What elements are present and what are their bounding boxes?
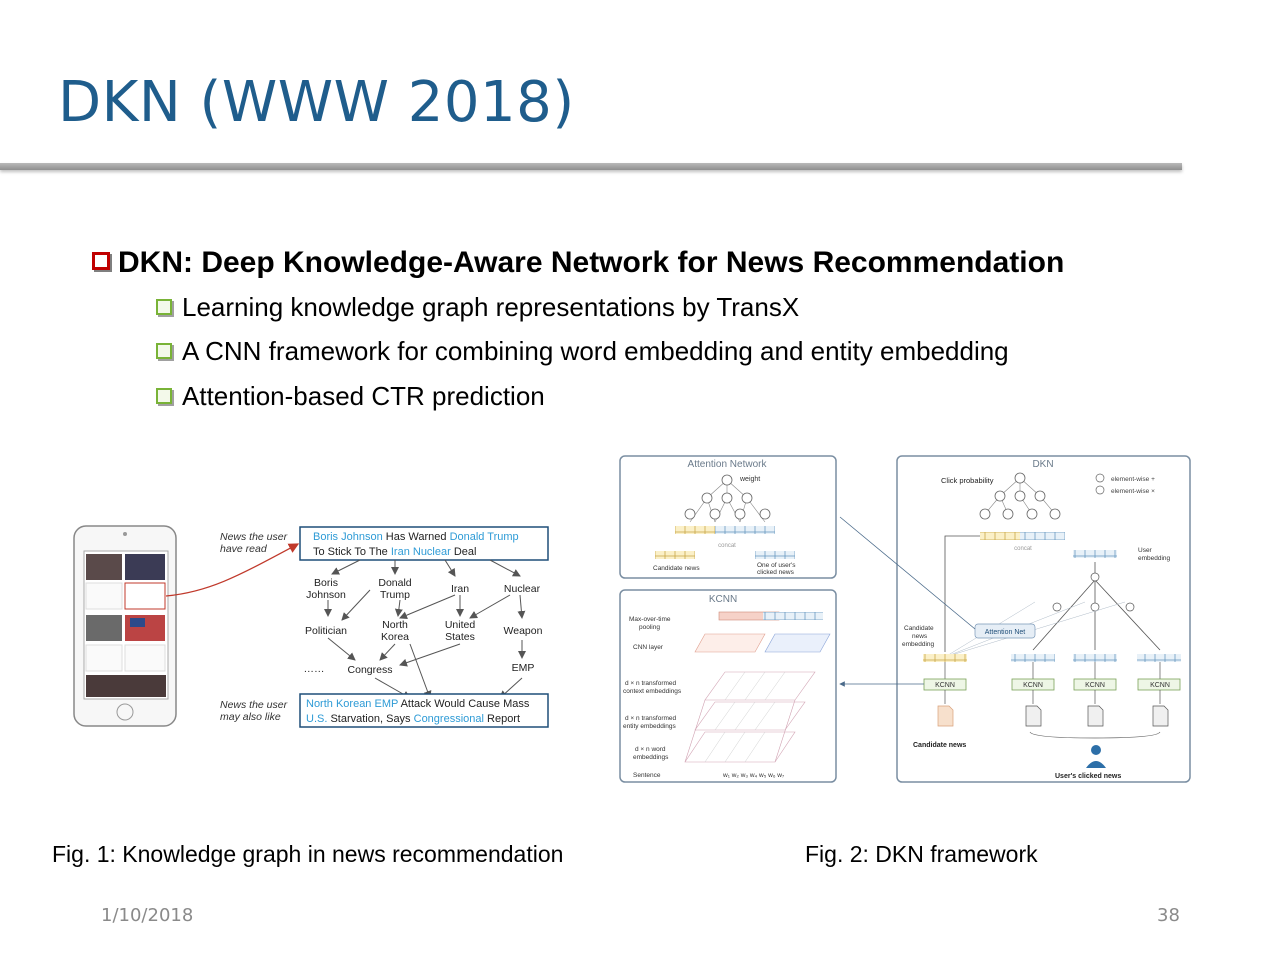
candidate-news-label: Candidate news bbox=[913, 742, 966, 749]
sub-bullet-2: A CNN framework for combining word embed… bbox=[156, 336, 1009, 367]
kg-node-congress: Congress bbox=[348, 664, 393, 676]
kcnn-label: entity embeddings bbox=[623, 723, 677, 730]
dkn-title: DKN bbox=[1032, 459, 1053, 470]
kcnn-label: context embeddings bbox=[623, 688, 682, 695]
sub-bullet-3: Attention-based CTR prediction bbox=[156, 381, 545, 412]
kg-node-united-states: States bbox=[445, 631, 475, 643]
kcnn-title: KCNN bbox=[709, 594, 737, 605]
dkn-panel bbox=[896, 455, 1191, 783]
phone-icon bbox=[73, 525, 177, 727]
red-square-bullet-icon bbox=[92, 252, 110, 270]
kg-node-boris: Boris bbox=[314, 577, 338, 589]
candidate-embedding-label: Candidate bbox=[904, 625, 934, 632]
legend-times: element-wise × bbox=[1111, 488, 1155, 495]
kg-node-donald: Trump bbox=[380, 589, 410, 601]
attention-network-title: Attention Network bbox=[688, 459, 768, 470]
kg-node-emp: EMP bbox=[512, 662, 535, 674]
kg-node-politician: Politician bbox=[305, 625, 347, 637]
fig2-caption: Fig. 2: DKN framework bbox=[805, 841, 1038, 867]
attn-candidate-news: Candidate news bbox=[653, 565, 700, 572]
kcnn-label: Sentence bbox=[633, 772, 661, 779]
headline-like-line-2: U.S. Starvation, Says Congressional Repo… bbox=[306, 713, 520, 725]
user-icon bbox=[1086, 745, 1106, 768]
kg-node-boris: Johnson bbox=[306, 589, 346, 601]
sub-bullet-text: Attention-based CTR prediction bbox=[182, 381, 545, 411]
attn-clicked-news: One of user's bbox=[757, 562, 796, 569]
fig1-knowledge-graph: News the user have read News the user ma… bbox=[73, 525, 549, 728]
headline-box-like bbox=[299, 693, 549, 728]
sub-bullet-1: Learning knowledge graph representations… bbox=[156, 292, 799, 323]
main-bullet: DKN: Deep Knowledge-Aware Network for Ne… bbox=[92, 246, 1064, 280]
fig1-read-label: News the user bbox=[220, 531, 288, 543]
kg-node-north-korea: North bbox=[382, 619, 408, 631]
user-embedding-label: embedding bbox=[1138, 555, 1171, 562]
users-clicked-news-label: User's clicked news bbox=[1055, 773, 1121, 780]
fig2-dkn-framework: Attention Network weight concat Candidat… bbox=[619, 455, 1191, 783]
footer-date: 1/10/2018 bbox=[101, 905, 194, 926]
kcnn-label: d × n transformed bbox=[625, 715, 677, 722]
kcnn-box bbox=[1137, 678, 1181, 691]
candidate-embedding-label: news bbox=[912, 633, 928, 640]
title-divider bbox=[0, 163, 1182, 170]
element-wise-plus-icon bbox=[1095, 473, 1105, 483]
sub-bullet-text: Learning knowledge graph representations… bbox=[182, 292, 800, 322]
fig1-caption: Fig. 1: Knowledge graph in news recommen… bbox=[52, 841, 564, 867]
kcnn-label: pooling bbox=[639, 624, 660, 631]
fig1-read-label: have read bbox=[220, 543, 268, 555]
attention-net-box bbox=[974, 623, 1036, 639]
kcnn-box-label: KCNN bbox=[1023, 682, 1043, 689]
legend-plus: element-wise + bbox=[1111, 476, 1155, 483]
main-bullet-text: DKN: Deep Knowledge-Aware Network for Ne… bbox=[118, 246, 1065, 279]
kcnn-box-label: KCNN bbox=[1150, 682, 1170, 689]
slide-title: DKN (WWW 2018) bbox=[58, 70, 575, 135]
green-square-bullet-icon bbox=[156, 299, 172, 315]
weight-label: weight bbox=[739, 476, 760, 483]
document-icon bbox=[937, 705, 1169, 727]
kcnn-label: d × n word bbox=[635, 746, 666, 753]
kg-node-united-states: United bbox=[445, 619, 476, 631]
user-embedding-label: User bbox=[1138, 547, 1153, 554]
kcnn-box-label: KCNN bbox=[935, 682, 955, 689]
attention-net-label: Attention Net bbox=[985, 629, 1026, 636]
kg-node-weapon: Weapon bbox=[504, 625, 543, 637]
page-number: 38 bbox=[1157, 905, 1180, 926]
click-probability-label: Click probability bbox=[941, 476, 994, 485]
fig1-like-label: may also like bbox=[220, 711, 281, 723]
kg-node-nuclear: Nuclear bbox=[504, 583, 541, 595]
headline-read-line-2: To Stick To The Iran Nuclear Deal bbox=[313, 546, 476, 558]
headline-like-line-1: North Korean EMP Attack Would Cause Mass bbox=[306, 698, 530, 710]
attention-network-panel bbox=[619, 455, 837, 579]
kg-node-ellipsis: …… bbox=[304, 663, 325, 675]
candidate-embedding-label: embedding bbox=[902, 641, 935, 648]
kcnn-label: CNN layer bbox=[633, 644, 664, 651]
attn-clicked-news: clicked news bbox=[757, 569, 795, 576]
kg-node-north-korea: Korea bbox=[381, 631, 409, 643]
kg-node-iran: Iran bbox=[451, 583, 469, 595]
kcnn-label: d × n transformed bbox=[625, 680, 677, 687]
kcnn-label: Max-over-time bbox=[629, 616, 671, 623]
headline-box-read bbox=[299, 526, 549, 561]
kcnn-sentence-words: w₁ w₂ w₃ w₄ w₅ w₆ w₇ bbox=[722, 772, 784, 779]
kcnn-label: embeddings bbox=[633, 754, 669, 761]
element-wise-times-icon bbox=[1095, 485, 1105, 495]
sub-bullet-text: A CNN framework for combining word embed… bbox=[182, 336, 1009, 366]
kcnn-box-label: KCNN bbox=[1085, 682, 1105, 689]
dkn-concat-label: concat bbox=[1014, 546, 1032, 552]
fig1-like-label: News the user bbox=[220, 699, 288, 711]
headline-read-line-1: Boris Johnson Has Warned Donald Trump bbox=[313, 531, 519, 543]
kg-node-donald: Donald bbox=[378, 577, 411, 589]
green-square-bullet-icon bbox=[156, 343, 172, 359]
concat-label: concat bbox=[718, 543, 736, 549]
green-square-bullet-icon bbox=[156, 388, 172, 404]
